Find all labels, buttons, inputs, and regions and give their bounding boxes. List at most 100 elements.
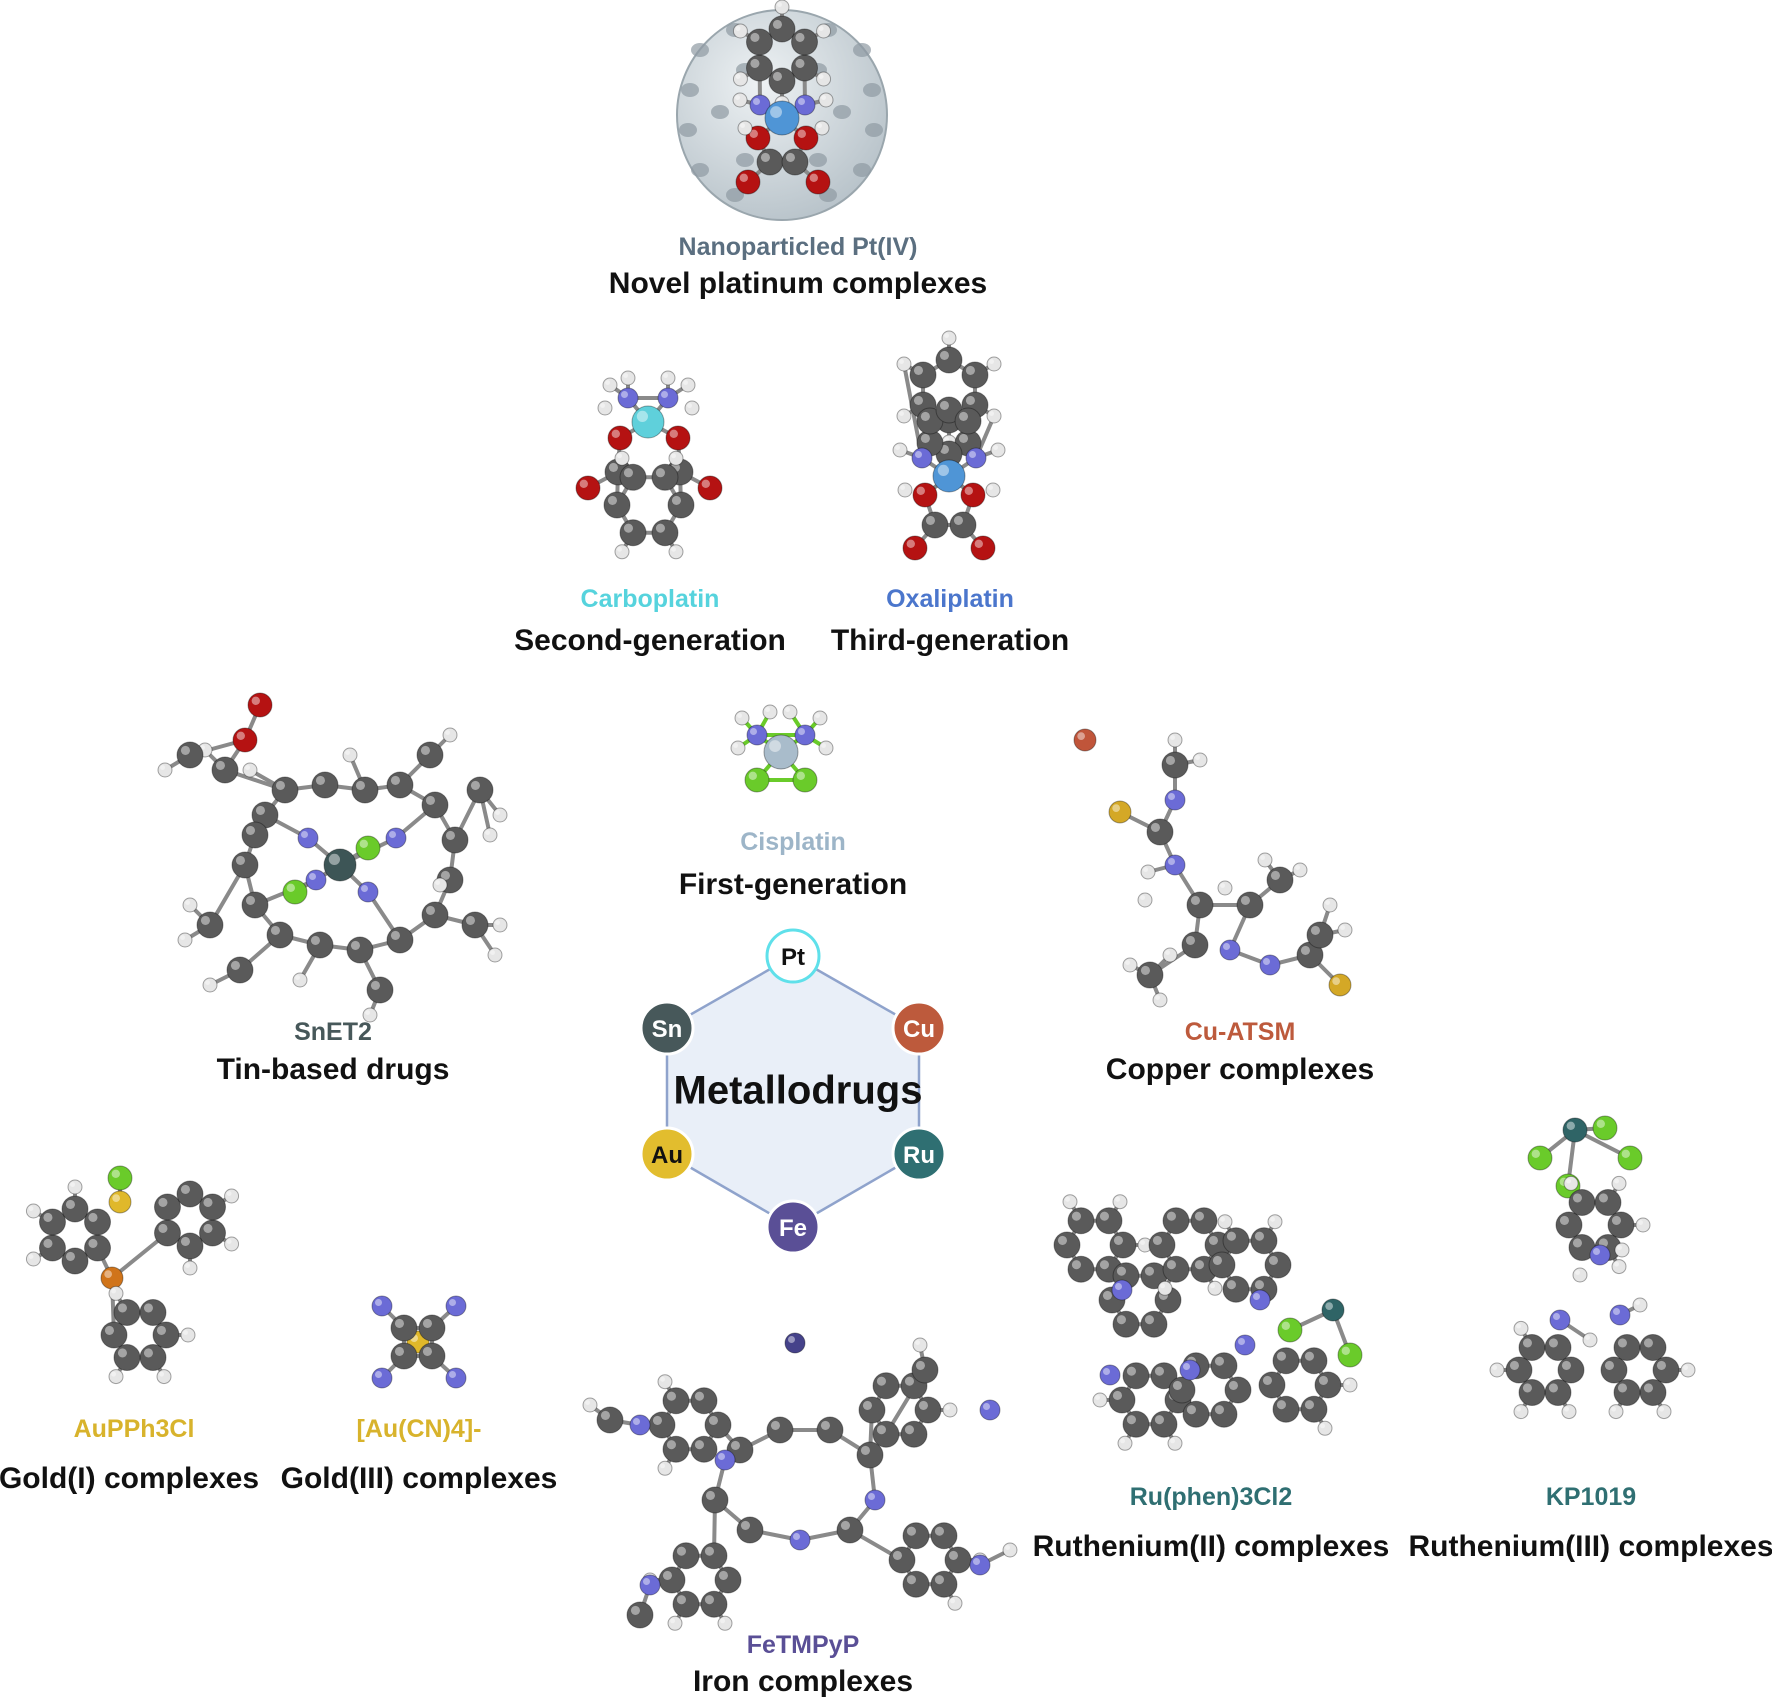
- atom: [108, 1369, 124, 1385]
- atom-highlight: [1095, 1395, 1101, 1401]
- atom-highlight: [1065, 1196, 1071, 1202]
- atom: [1136, 961, 1164, 989]
- atom: [737, 120, 753, 136]
- atom-highlight: [906, 539, 915, 548]
- atom: [660, 370, 676, 386]
- atom: [1337, 1342, 1363, 1368]
- atom: [1267, 1214, 1283, 1230]
- atom-highlight: [1643, 1338, 1653, 1348]
- compound-name-nanoparticle: Nanoparticled Pt(IV): [678, 233, 918, 261]
- atom-highlight: [1304, 1400, 1314, 1410]
- atom-highlight: [180, 1184, 190, 1194]
- atom-highlight: [117, 1348, 127, 1358]
- atom: [921, 511, 949, 539]
- atom-highlight: [1186, 1405, 1196, 1415]
- atom-highlight: [958, 433, 969, 444]
- atom-highlight: [1614, 1261, 1620, 1267]
- atom: [282, 879, 308, 905]
- atom-highlight: [655, 523, 665, 533]
- atom: [108, 1190, 132, 1214]
- atom: [1067, 1207, 1095, 1235]
- atom: [1108, 800, 1132, 824]
- atom: [1157, 1280, 1173, 1296]
- category-label-aupph3cl: Gold(I) complexes: [0, 1462, 260, 1495]
- atom-highlight: [934, 1575, 944, 1585]
- atom-highlight: [765, 707, 770, 712]
- atom-highlight: [795, 58, 805, 68]
- atom: [949, 511, 977, 539]
- hub-title: Metallodrugs: [673, 1068, 923, 1113]
- atom-highlight: [989, 411, 995, 416]
- atom-highlight: [1548, 1338, 1558, 1348]
- atom: [986, 408, 1002, 424]
- atom: [836, 1516, 864, 1544]
- atom: [1073, 728, 1097, 752]
- atom: [1208, 1251, 1236, 1279]
- atom-highlight: [777, 2, 782, 7]
- atom-highlight: [200, 915, 210, 925]
- atom: [1555, 1211, 1583, 1239]
- atom: [232, 727, 258, 753]
- atom-highlight: [1548, 1383, 1558, 1393]
- atom: [639, 1574, 661, 1596]
- atom: [1140, 864, 1156, 880]
- atom-highlight: [1260, 855, 1266, 860]
- atom: [1259, 954, 1281, 976]
- atom: [774, 0, 790, 15]
- atom: [1112, 1194, 1128, 1210]
- atom-highlight: [585, 1400, 590, 1406]
- atom: [1272, 1347, 1300, 1375]
- atom: [684, 400, 700, 416]
- atom-highlight: [1310, 925, 1320, 935]
- atom-highlight: [1262, 1375, 1272, 1385]
- atom: [1164, 789, 1186, 811]
- atom-highlight: [676, 1595, 686, 1605]
- atom-highlight: [611, 429, 620, 438]
- atom: [1561, 1404, 1577, 1420]
- atom-highlight: [180, 745, 190, 755]
- atom-highlight: [445, 730, 450, 735]
- atom: [1152, 992, 1168, 1008]
- atom-highlight: [670, 1618, 675, 1624]
- atom: [1122, 1410, 1150, 1438]
- atom-highlight: [623, 468, 633, 478]
- atom-highlight: [104, 1325, 114, 1335]
- atom-highlight: [892, 1550, 902, 1560]
- metal-node-ru: Ru: [891, 1126, 947, 1182]
- atom: [717, 1615, 733, 1631]
- atom: [816, 1416, 844, 1444]
- atom: [346, 936, 374, 964]
- atom-highlight: [111, 1371, 117, 1377]
- atom: [1518, 1333, 1546, 1361]
- atom-highlight: [608, 462, 618, 473]
- atom-highlight: [676, 1546, 686, 1556]
- atom: [896, 356, 912, 372]
- atom: [1563, 1175, 1579, 1191]
- atom: [1117, 1435, 1133, 1451]
- atom: [768, 15, 796, 43]
- atom: [61, 1195, 89, 1223]
- atom-highlight: [1170, 735, 1176, 740]
- atom-highlight: [666, 1391, 676, 1401]
- atom: [805, 169, 831, 195]
- atom-highlight: [705, 1490, 715, 1500]
- atom: [100, 1321, 128, 1349]
- atom: [732, 92, 748, 108]
- atom: [662, 1387, 690, 1415]
- atom-highlight: [1614, 1178, 1620, 1184]
- atom-highlight: [1210, 1283, 1216, 1289]
- atom: [492, 917, 508, 933]
- atom: [735, 169, 761, 195]
- atom: [1148, 1231, 1176, 1259]
- atom: [701, 1486, 729, 1514]
- atom: [1656, 1404, 1672, 1420]
- atom-highlight: [904, 1425, 914, 1435]
- atom-highlight: [1341, 1346, 1351, 1356]
- atom-highlight: [687, 403, 692, 408]
- atom: [362, 1007, 378, 1023]
- atom-highlight: [913, 365, 924, 376]
- atom-highlight: [1228, 1380, 1238, 1390]
- atom-highlight: [915, 1340, 920, 1346]
- atom: [629, 1414, 651, 1436]
- atom-highlight: [623, 523, 633, 533]
